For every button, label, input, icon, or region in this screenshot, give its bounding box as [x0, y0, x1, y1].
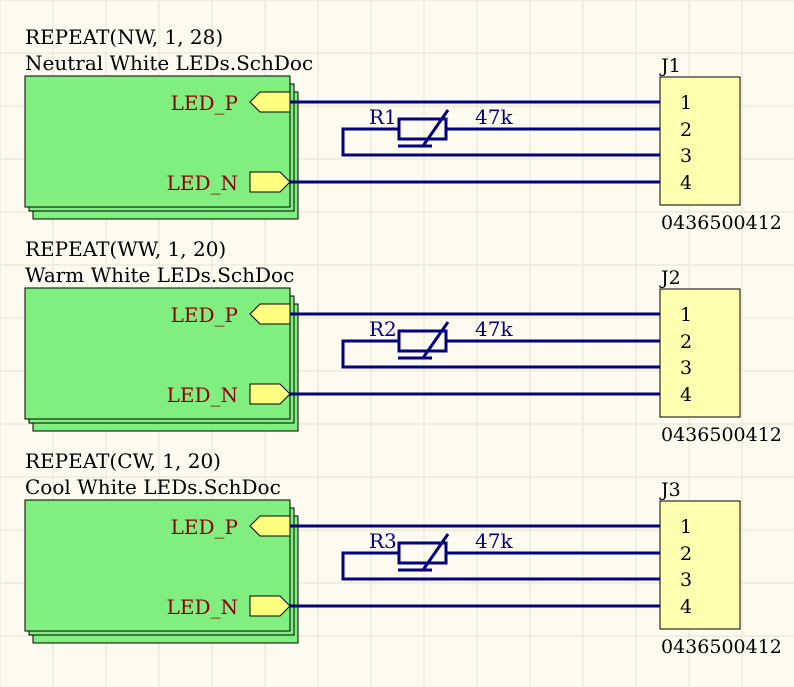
wire-thermistor-lead[interactable]: [341, 339, 660, 369]
resistor-designator: R1: [369, 105, 397, 129]
port-led-n-label: LED_N: [167, 595, 238, 619]
connector-part-number: 0436500412: [661, 424, 782, 446]
sheet-symbol[interactable]: [24, 287, 291, 420]
connector-designator: J2: [659, 267, 681, 289]
connector-pin-3: 3: [680, 357, 692, 379]
resistor-value: 47k: [475, 529, 513, 553]
sheet-symbol[interactable]: [24, 75, 291, 208]
port-led-p-label: LED_P: [171, 303, 238, 327]
thermistor-arrow: [398, 109, 450, 148]
sheet-symbol[interactable]: [24, 499, 291, 632]
port-led-p-label: LED_P: [171, 515, 238, 539]
port-led-p-label: LED_P: [171, 91, 238, 115]
connector-body[interactable]: [659, 288, 741, 418]
connector-pin-3: 3: [680, 145, 692, 167]
connector-designator: J3: [659, 479, 681, 501]
connector-pin-2: 2: [680, 543, 692, 565]
thermistor-body[interactable]: [397, 541, 448, 565]
connector-pin-3: 3: [680, 569, 692, 591]
resistor-designator: R2: [369, 317, 397, 341]
block-1: REPEAT(NW, 1, 28)Neutral White LEDs.SchD…: [24, 25, 782, 234]
thermistor-arrow: [398, 533, 450, 572]
repeat-label: REPEAT(NW, 1, 28): [25, 25, 223, 49]
port-led-n[interactable]: [249, 595, 291, 617]
wire-thermistor-lead[interactable]: [341, 127, 660, 157]
thermistor-body[interactable]: [397, 117, 448, 141]
connector-part-number: 0436500412: [661, 212, 782, 234]
connector-body[interactable]: [659, 500, 741, 630]
port-led-n-label: LED_N: [167, 171, 238, 195]
repeat-label: REPEAT(CW, 1, 20): [25, 449, 221, 473]
thermistor-body[interactable]: [397, 329, 448, 353]
connector-part-number: 0436500412: [661, 636, 782, 658]
connector-pin-4: 4: [680, 384, 692, 406]
connector-pin-2: 2: [680, 119, 692, 141]
sheet-filename: Neutral White LEDs.SchDoc: [25, 51, 313, 75]
port-led-n[interactable]: [249, 383, 291, 405]
connector-designator: J1: [659, 55, 681, 77]
sheet-filename: Cool White LEDs.SchDoc: [25, 475, 281, 499]
repeat-label: REPEAT(WW, 1, 20): [25, 237, 226, 261]
wire-thermistor-lead[interactable]: [341, 551, 660, 581]
sheet-filename: Warm White LEDs.SchDoc: [25, 263, 294, 287]
block-3: REPEAT(CW, 1, 20)Cool White LEDs.SchDocL…: [24, 449, 782, 658]
connector-body[interactable]: [659, 76, 741, 206]
resistor-value: 47k: [475, 317, 513, 341]
schematic-blocks: REPEAT(NW, 1, 28)Neutral White LEDs.SchD…: [24, 25, 782, 658]
connector-pin-2: 2: [680, 331, 692, 353]
connector-pin-1: 1: [680, 304, 692, 326]
resistor-designator: R3: [369, 529, 397, 553]
connector-pin-1: 1: [680, 92, 692, 114]
port-led-n[interactable]: [249, 171, 291, 193]
block-2: REPEAT(WW, 1, 20)Warm White LEDs.SchDocL…: [24, 237, 782, 446]
connector-pin-4: 4: [680, 172, 692, 194]
thermistor-arrow: [398, 321, 450, 360]
connector-pin-1: 1: [680, 516, 692, 538]
connector-pin-4: 4: [680, 596, 692, 618]
resistor-value: 47k: [475, 105, 513, 129]
port-led-n-label: LED_N: [167, 383, 238, 407]
